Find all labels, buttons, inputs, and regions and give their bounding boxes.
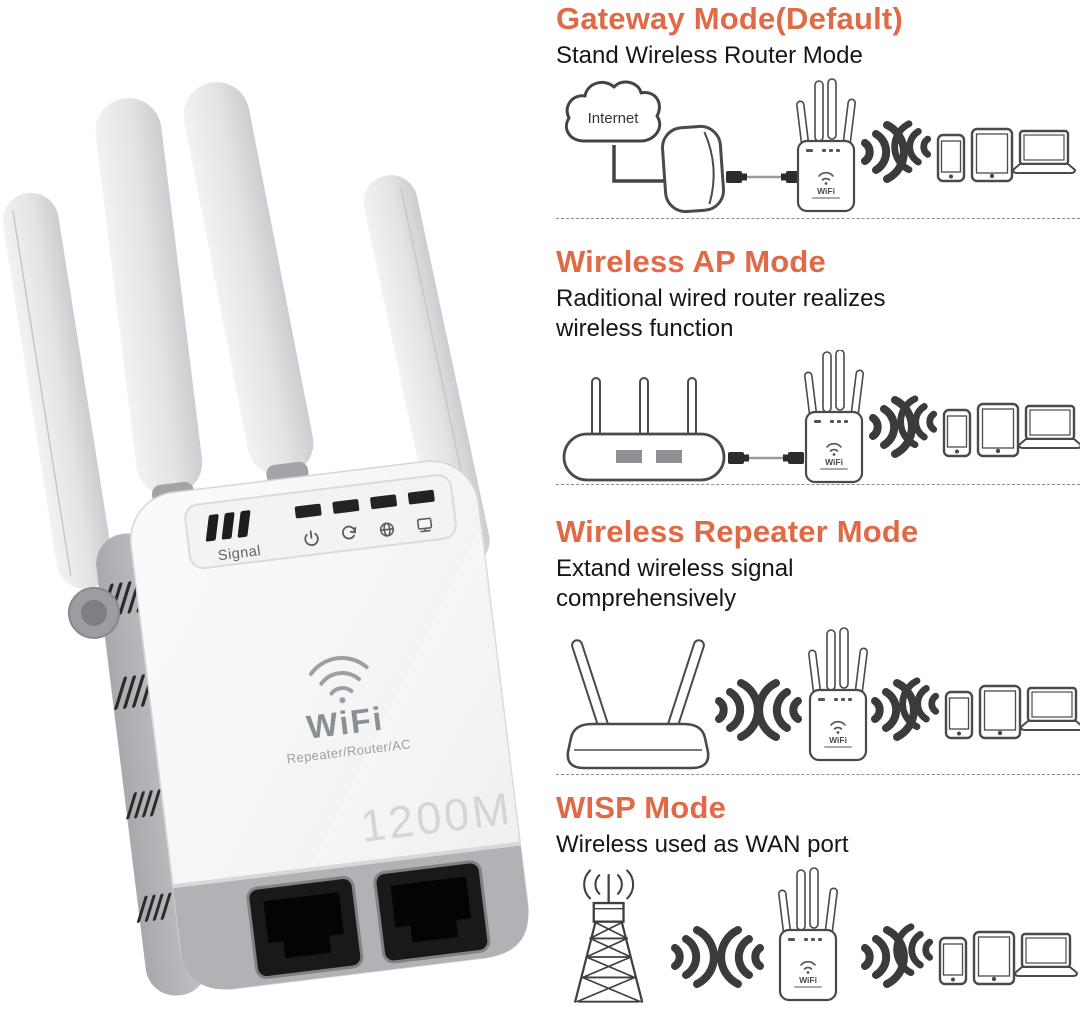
repeater-icon: WiFi (808, 627, 868, 762)
lan-icon (416, 517, 433, 533)
repeat-icon (341, 525, 357, 540)
wifi-signal-icon (759, 683, 798, 737)
mode-title: Wireless AP Mode (556, 244, 826, 279)
signal-bars-icon (205, 510, 251, 542)
wifi-signal-icon (675, 930, 714, 984)
ethernet-port (246, 876, 364, 980)
wifi-signal-icon (719, 683, 758, 737)
mode-list: Gateway Mode(Default) Stand Wireless Rou… (556, 0, 1080, 1010)
mode-section-repeater: Wireless Repeater Mode Extand wireless s… (556, 485, 1080, 775)
antenna-mid-right (183, 82, 314, 476)
mode-subtitle: Stand Wireless Router Mode (556, 42, 863, 69)
ethernet-cable-icon (724, 169, 804, 185)
repeater-icon: WiFi (804, 350, 864, 484)
wisp-mode-diagram: WiFi (573, 867, 1080, 1003)
led-panel: Signal (184, 474, 457, 570)
svg-text:WiFi: WiFi (799, 975, 817, 985)
mode-title: WISP Mode (556, 790, 727, 825)
repeater-mode-diagram: WiFi (566, 627, 1080, 770)
internet-cloud-icon: Internet (564, 80, 662, 143)
svg-text:WiFi: WiFi (825, 457, 843, 467)
mode-section-wisp: WISP Mode Wireless used as WAN port WiFi (556, 775, 1080, 1010)
wifi-repeater-device: Signal (2, 82, 529, 996)
mode-section-ap: Wireless AP Mode Raditional wired router… (556, 219, 1080, 485)
client-devices (901, 399, 1080, 456)
ethernet-cable-icon (726, 450, 806, 466)
ethernet-port (373, 860, 491, 964)
repeater-icon: WiFi (778, 867, 838, 1002)
modem-icon (660, 124, 726, 214)
antenna-far-left (2, 192, 113, 589)
client-devices (895, 124, 1075, 181)
isp-tower-icon (573, 869, 644, 1003)
client-devices (897, 927, 1077, 984)
wireless-router-icon (566, 637, 710, 770)
wired-router-icon (562, 376, 726, 482)
mode-title: Gateway Mode(Default) (556, 1, 903, 36)
svg-text:WiFi: WiFi (829, 735, 847, 745)
repeater-icon: WiFi (796, 78, 856, 213)
power-icon (304, 530, 319, 547)
antenna-hinge (67, 586, 120, 639)
gateway-mode-diagram: Internet WiFi (564, 78, 1080, 214)
mode-section-gateway: Gateway Mode(Default) Stand Wireless Rou… (556, 0, 1080, 219)
mode-subtitle: Raditional wired router realizes wireles… (556, 285, 886, 342)
client-devices (903, 681, 1080, 738)
mode-title: Wireless Repeater Mode (556, 514, 919, 549)
ap-mode-diagram: WiFi (562, 350, 1080, 484)
antenna-mid-left (95, 98, 203, 496)
svg-text:Internet: Internet (588, 110, 640, 127)
mode-subtitle: Wireless used as WAN port (556, 831, 849, 858)
mode-subtitle: Extand wireless signal comprehensively (556, 555, 794, 612)
wifi-signal-icon (721, 930, 760, 984)
product-photo: Signal (2, 82, 529, 996)
svg-text:WiFi: WiFi (817, 186, 835, 196)
signal-label: Signal (217, 543, 262, 564)
internet-icon (379, 522, 395, 537)
